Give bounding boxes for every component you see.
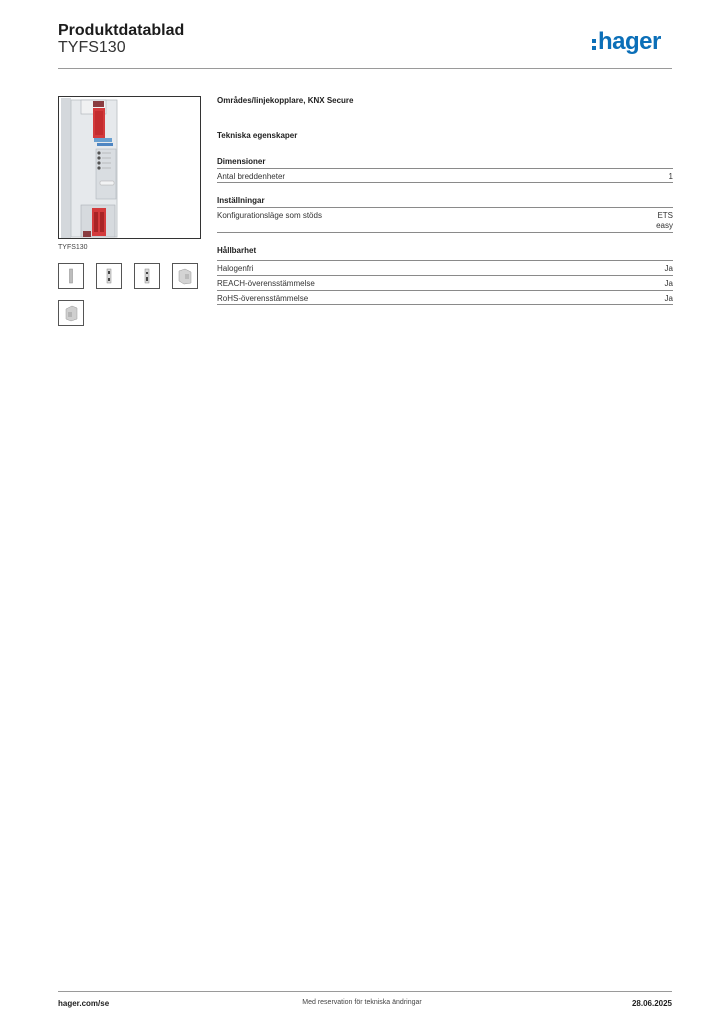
footer-disclaimer: Med reservation för tekniska ändringar <box>302 999 422 1006</box>
spec-label: Halogenfri <box>217 264 254 273</box>
spec-row: Antal breddenheter 1 <box>217 168 673 183</box>
product-caption: TYFS130 <box>58 244 88 251</box>
footer-divider <box>58 991 672 992</box>
product-side-alt-icon <box>144 268 150 284</box>
tech-properties-heading: Tekniska egenskaper <box>217 131 298 140</box>
logo-text: hager <box>598 28 661 55</box>
product-code: TYFS130 <box>58 39 126 56</box>
section-heading-dimensions: Dimensioner <box>217 157 266 166</box>
page-title: Produktdatablad <box>58 22 185 39</box>
product-side-icon <box>106 268 112 284</box>
product-image <box>58 96 201 239</box>
spec-row: Halogenfri Ja <box>217 260 673 275</box>
angled-view-thumbnail[interactable] <box>172 263 198 289</box>
spec-row: REACH-överensstämmelse Ja <box>217 275 673 290</box>
section-heading-settings: Inställningar <box>217 196 265 205</box>
spec-value: Ja <box>664 264 673 273</box>
side-view-thumbnail[interactable] <box>96 263 122 289</box>
footer-date: 28.06.2025 <box>631 999 672 1008</box>
product-name: Områdes/linjekopplare, KNX Secure <box>217 96 354 105</box>
footer-website-link[interactable]: hager.com/se <box>58 999 110 1008</box>
logo-dots-icon <box>592 38 596 50</box>
hager-logo: hager <box>592 28 661 56</box>
spec-label: Antal breddenheter <box>217 172 286 181</box>
spec-value: Ja <box>664 279 673 288</box>
spec-value-line: easy <box>656 221 673 230</box>
spec-value: 1 <box>668 172 673 181</box>
section-heading-sustainability: Hållbarhet <box>217 246 257 255</box>
spec-value: Ja <box>664 294 673 303</box>
product-angled-icon <box>178 268 192 285</box>
spec-label: RoHS-överensstämmelse <box>217 294 309 303</box>
spec-value: ETS easy <box>656 211 673 232</box>
side-view-alt-thumbnail[interactable] <box>134 263 160 289</box>
spec-value-line: ETS <box>657 211 673 220</box>
din-rail-knx-coupler-image <box>61 98 118 238</box>
spec-label: Konfigurationsläge som stöds <box>217 211 322 220</box>
spec-row: RoHS-överensstämmelse Ja <box>217 290 673 305</box>
product-front-icon <box>69 268 73 284</box>
header-divider <box>58 68 672 69</box>
product-angled-alt-icon <box>65 305 78 322</box>
spec-label: REACH-överensstämmelse <box>217 279 315 288</box>
spec-row: Konfigurationsläge som stöds ETS easy <box>217 207 673 233</box>
angled-view-alt-thumbnail[interactable] <box>58 300 84 326</box>
front-view-thumbnail[interactable] <box>58 263 84 289</box>
